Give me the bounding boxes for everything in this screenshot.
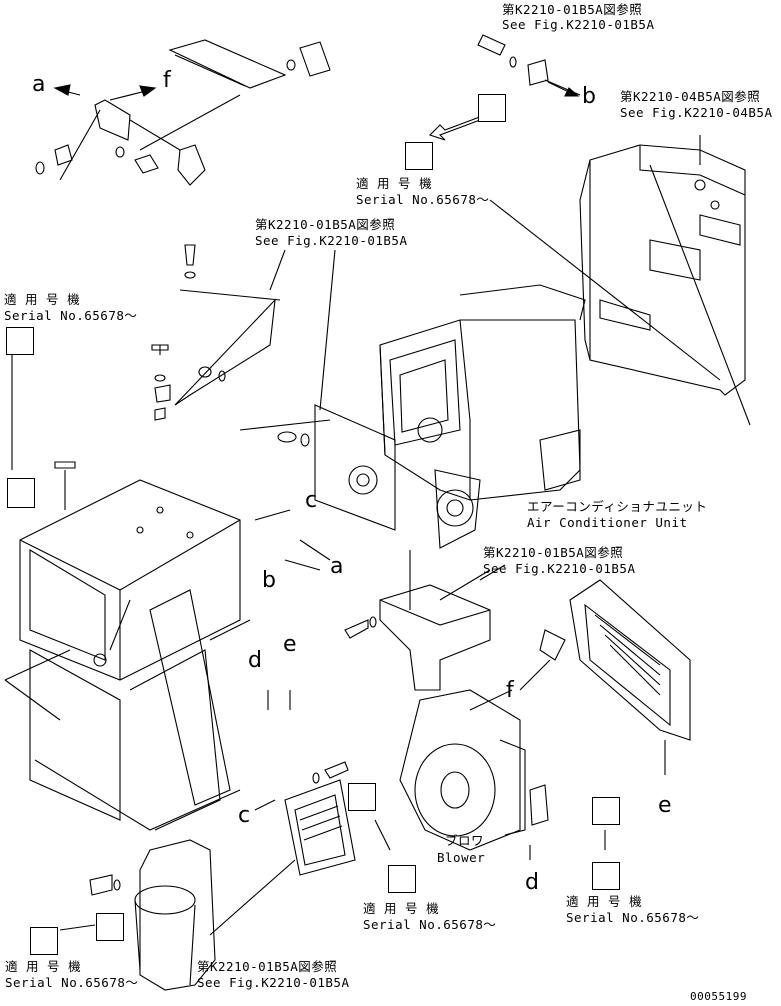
blower-fan (399, 689, 549, 851)
serial-box-right (592, 797, 620, 825)
serial-mid-jp: 適 用 号 機 (363, 901, 440, 916)
serial-box-top2 (405, 142, 433, 170)
letter-f-top: f (163, 68, 171, 93)
letter-a-mid: a (330, 554, 344, 579)
lower-filter-cover (284, 761, 356, 876)
filter-frame (539, 579, 691, 741)
ref-top-jp: 第K2210-01B5A図参照 (502, 2, 643, 17)
figure-number: 00055199 (690, 990, 747, 1003)
serial-box-mid2 (388, 865, 416, 893)
serial-mid-en: Serial No.65678～ (363, 917, 497, 932)
letter-b-mid: b (262, 568, 276, 593)
letter-c-mid: c (305, 488, 318, 513)
ref-mid-jp: 第K2210-01B5A図参照 (255, 217, 396, 232)
ref-right-en: See Fig.K2210-04B5A (620, 105, 773, 120)
letter-e-mid: e (283, 632, 297, 657)
serial-bottom-jp: 適 用 号 機 (5, 959, 82, 974)
serial-top-en: Serial No.65678～ (356, 192, 490, 207)
letter-c-bottom: c (238, 803, 251, 828)
blower-label-en: Blower (437, 850, 486, 865)
serial-box-bottom2 (30, 927, 58, 955)
letter-d-mid: d (248, 648, 262, 673)
serial-bottom-en: Serial No.65678～ (5, 975, 139, 990)
serial-top-jp: 適 用 号 機 (356, 176, 433, 191)
serial-box-right2 (592, 862, 620, 890)
top-bracket-assembly (35, 39, 331, 186)
serial-right-jp: 適 用 号 機 (566, 894, 643, 909)
cab-side-panel (489, 144, 746, 396)
air-duct (344, 584, 491, 691)
serial-box-top (478, 94, 506, 122)
ref-right-jp: 第K2210-04B5A図参照 (620, 89, 761, 104)
relay-clip (477, 34, 581, 96)
lower-air-duct (89, 839, 216, 991)
ref-duct-jp: 第K2210-01B5A図参照 (483, 545, 624, 560)
air-conditioner-unit (379, 284, 586, 549)
ref-mid-en: See Fig.K2210-01B5A (255, 233, 408, 248)
serial-box-left2 (7, 478, 35, 508)
ref-bottom-en: See Fig.K2210-01B5A (197, 975, 350, 990)
aircon-label-en: Air Conditioner Unit (527, 515, 688, 530)
serial-box-left (6, 327, 34, 355)
blower-label-jp: ブロワ (445, 833, 485, 848)
mounting-frame (4, 244, 281, 831)
serial-box-bottom (96, 913, 124, 941)
letter-e-right: e (658, 793, 672, 818)
ref-bottom-jp: 第K2210-01B5A図参照 (197, 959, 338, 974)
letter-d-bottom: d (525, 870, 539, 895)
letter-a-top: a (32, 72, 46, 97)
letter-f-right: f (506, 678, 514, 703)
serial-right-en: Serial No.65678～ (566, 910, 700, 925)
serial-left-jp: 適 用 号 機 (4, 292, 81, 307)
serial-box-mid (348, 783, 376, 811)
leader-lines (53, 81, 751, 936)
cover-plate (277, 404, 396, 531)
ref-duct-en: See Fig.K2210-01B5A (483, 561, 636, 576)
ref-top-en: See Fig.K2210-01B5A (502, 17, 655, 32)
aircon-label-jp: エアーコンディショナユニット (527, 499, 708, 514)
serial-left-en: Serial No.65678～ (4, 308, 138, 323)
letter-b-top: b (582, 84, 596, 109)
